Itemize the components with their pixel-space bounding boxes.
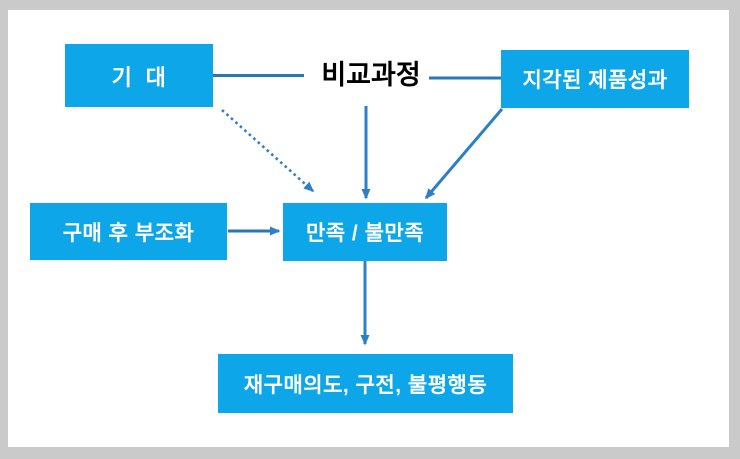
edge-expectation-to-satisfaction-dotted-arrow: [221, 109, 315, 192]
node-satisfaction-dissatisfaction: 만족 / 불만족: [283, 203, 447, 261]
node-satisfaction-dissatisfaction-label: 만족 / 불만족: [305, 222, 425, 245]
node-repurchase-wom-complaint: 재구매의도, 구전, 불평행동: [218, 354, 513, 413]
node-post-purchase-dissonance-label: 구매 후 부조화: [62, 221, 195, 245]
node-expectation-label: 기 대: [111, 64, 167, 90]
edge-perceived-to-satisfaction-arrow: [424, 108, 504, 200]
diagram-edges: [213, 74, 504, 346]
node-expectation: 기 대: [65, 44, 213, 107]
diagram-canvas: 기 대 비교과정 지각된 제품성과 구매 후 부조화 만족 / 불만족 재구매의…: [8, 10, 729, 447]
node-perceived-performance: 지각된 제품성과: [501, 50, 689, 108]
node-comparison-process: 비교과정: [303, 55, 439, 90]
node-post-purchase-dissonance: 구매 후 부조화: [30, 203, 227, 260]
node-repurchase-wom-complaint-label: 재구매의도, 구전, 불평행동: [243, 373, 488, 397]
node-comparison-process-label: 비교과정: [321, 59, 421, 90]
node-perceived-performance-label: 지각된 제품성과: [522, 69, 668, 92]
